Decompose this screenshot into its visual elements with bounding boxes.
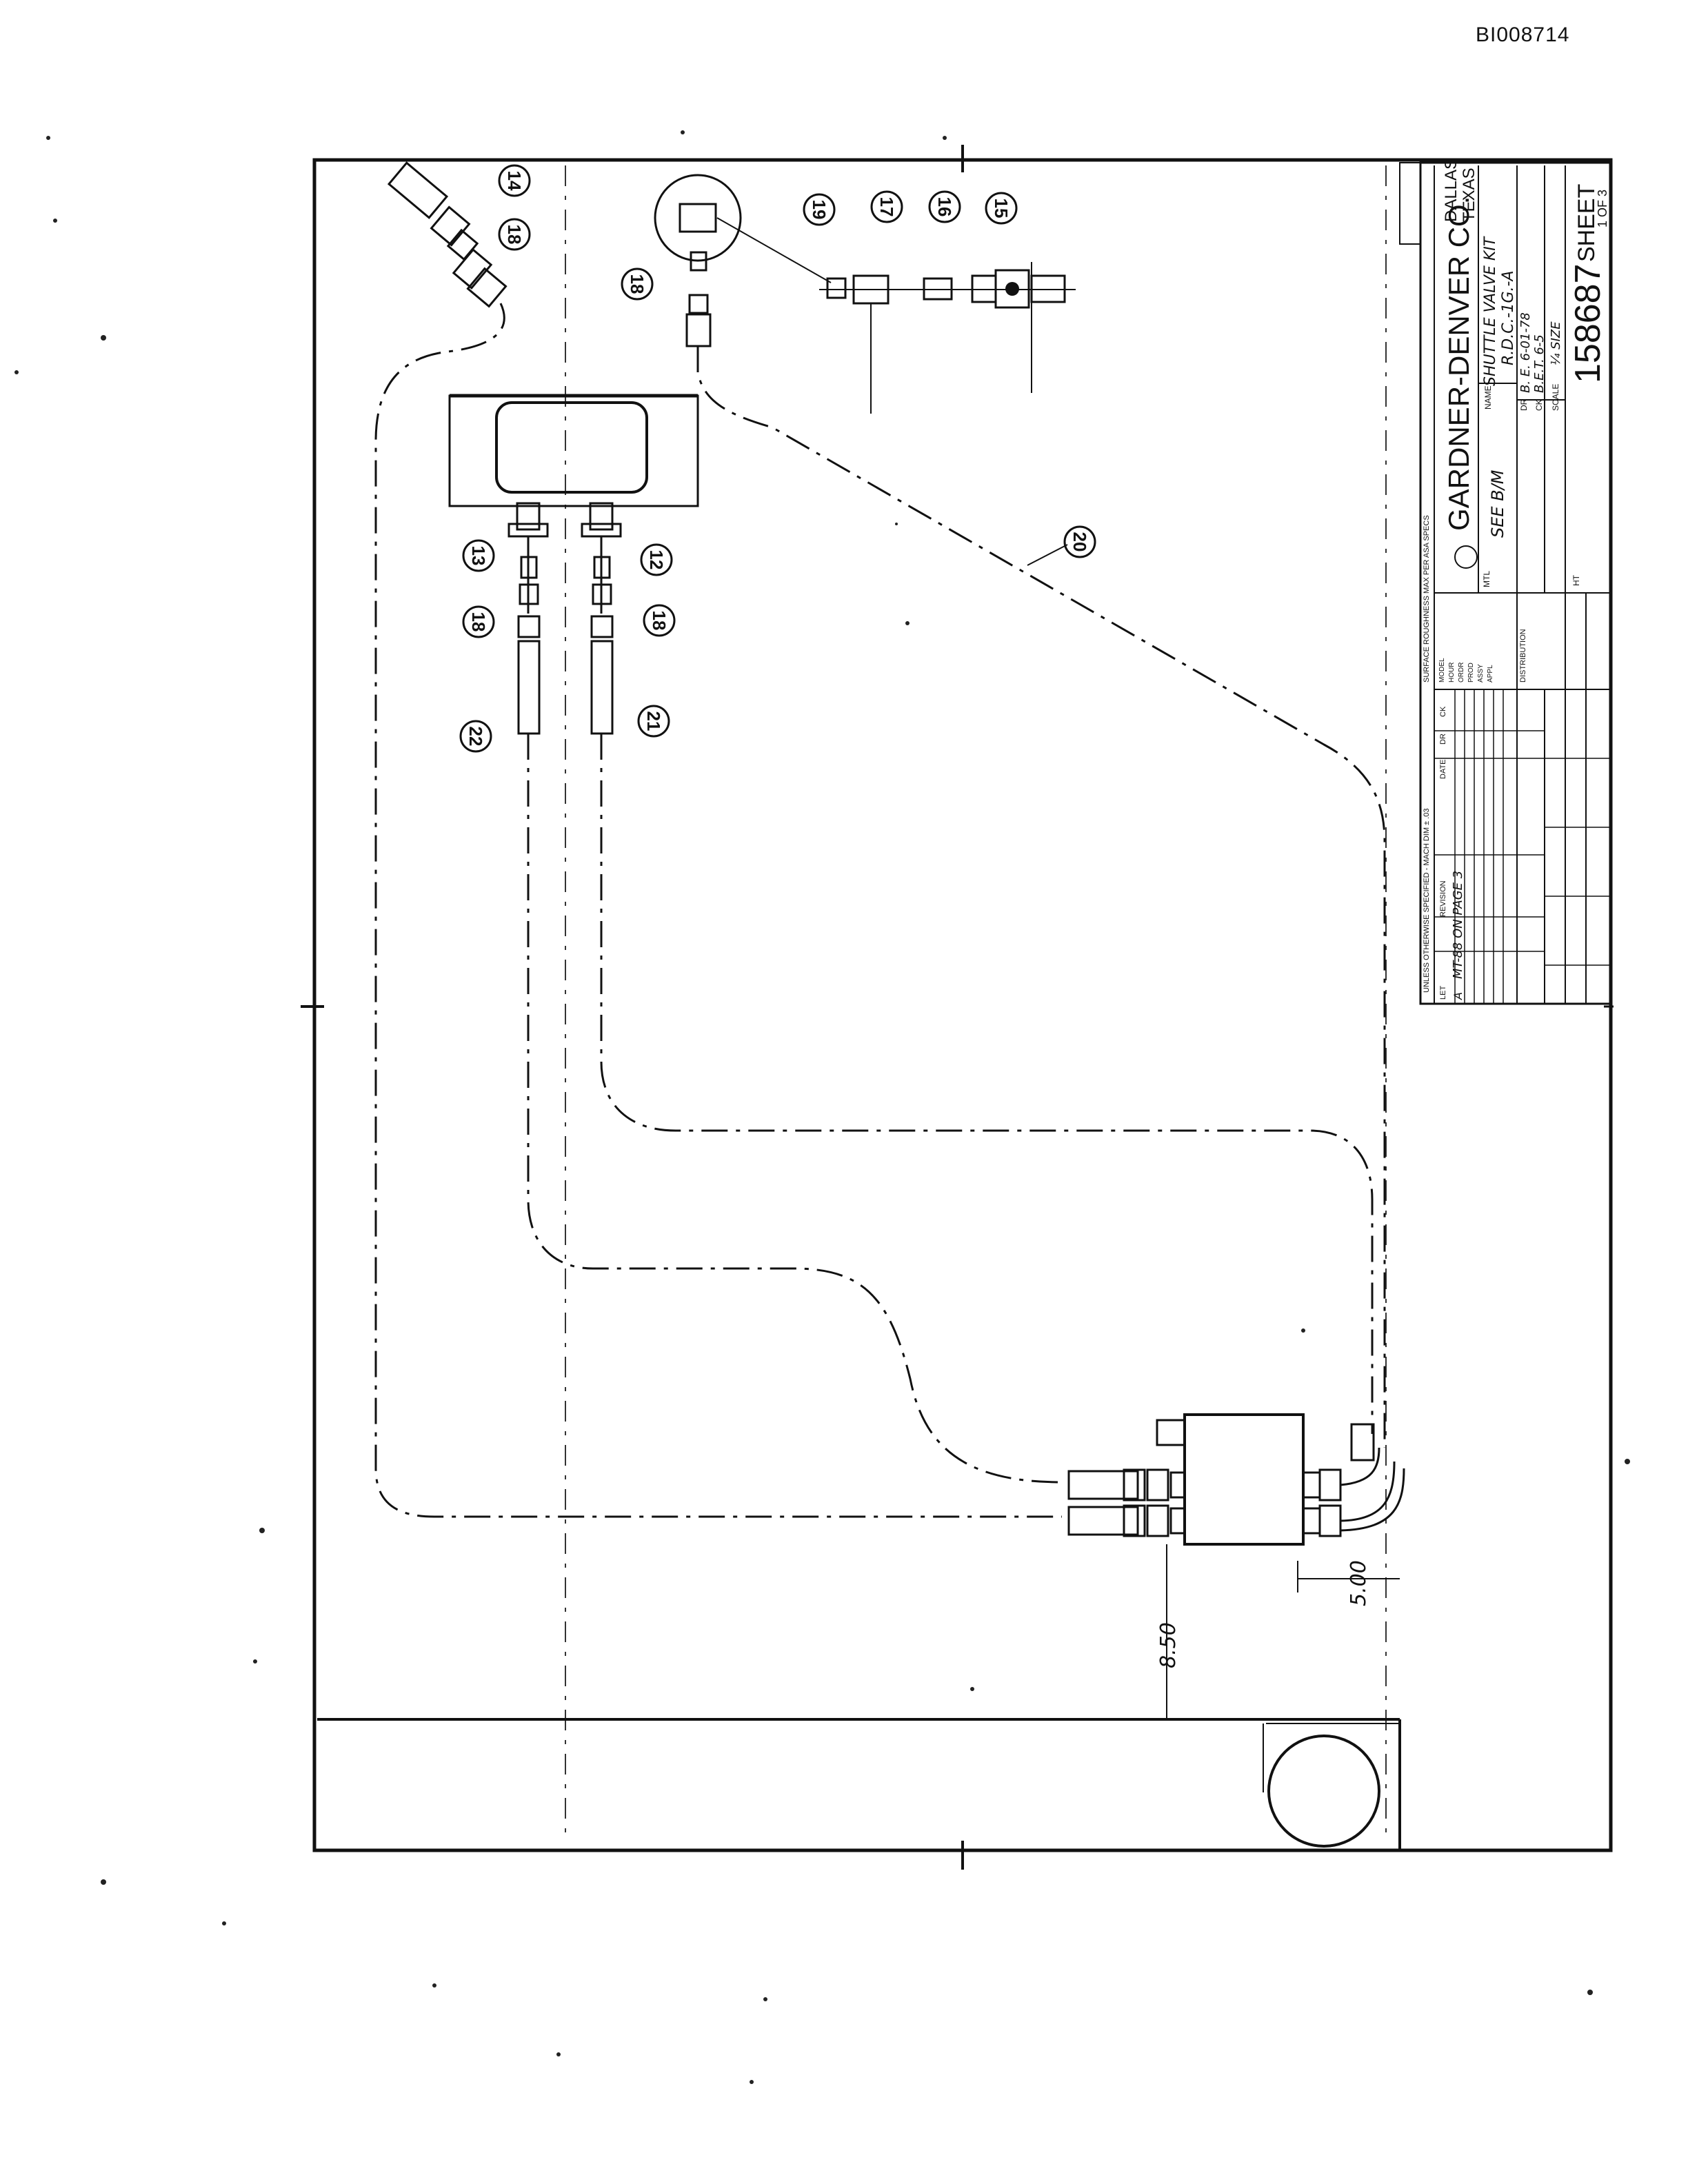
callout-label: 22 bbox=[465, 727, 486, 747]
company-name: GARDNER-DENVER CO. bbox=[1443, 196, 1475, 531]
sheet-label: SHEET bbox=[1574, 184, 1600, 262]
revision-entry-let: A bbox=[1451, 992, 1465, 1000]
callout-label: 15 bbox=[991, 199, 1012, 219]
model-row: MODEL bbox=[1438, 658, 1446, 682]
callout-label: 16 bbox=[934, 197, 955, 217]
name-label: NAME bbox=[1483, 385, 1493, 410]
center-guides bbox=[565, 165, 1387, 1841]
callout-label: 12 bbox=[646, 550, 667, 570]
sheet-number: 1 OF 3 bbox=[1596, 190, 1609, 228]
drawing-number: 158687 bbox=[1568, 263, 1608, 383]
revision-header-dr: DR bbox=[1439, 734, 1447, 745]
dimension-right-offset: 5.00 bbox=[1347, 1560, 1371, 1606]
scale-value: ¼ SIZE bbox=[1549, 321, 1563, 365]
callout-bubble: 20 bbox=[1063, 525, 1096, 558]
callout-bubble: 21 bbox=[637, 705, 670, 738]
callout-bubble: 18 bbox=[498, 218, 531, 251]
top-tank-assembly bbox=[448, 394, 699, 735]
callout-bubble: 14 bbox=[498, 164, 531, 197]
distribution-label: DISTRIBUTION bbox=[1519, 629, 1527, 682]
scan-specks bbox=[14, 130, 1630, 2084]
ck-label: CK bbox=[1534, 399, 1544, 411]
dimension-bottom-offset: 8.50 bbox=[1156, 1622, 1180, 1668]
hose-routes bbox=[374, 303, 1386, 1518]
callout-bubble: 19 bbox=[803, 193, 836, 226]
company-state: TEXAS bbox=[1460, 168, 1478, 222]
callout-bubble: 13 bbox=[462, 539, 495, 572]
callout-label: 20 bbox=[1069, 532, 1090, 552]
model-row: ASSY bbox=[1477, 664, 1485, 682]
revision-header-ck: CK bbox=[1439, 706, 1447, 717]
surface-note: SURFACE ROUGHNESS MAX PER ASA SPECS bbox=[1423, 515, 1431, 682]
callout-bubble: 18 bbox=[621, 267, 654, 301]
dr-entry: B. E. 6-01-78 bbox=[1518, 312, 1533, 393]
drawing-name: SHUTTLE VALVE KIT bbox=[1482, 236, 1499, 386]
callout-bubble: 18 bbox=[643, 604, 676, 637]
callout-label: 19 bbox=[809, 200, 830, 220]
callout-label: 13 bbox=[468, 546, 489, 566]
revision-header-let: LET bbox=[1439, 986, 1447, 1000]
callout-bubble: 17 bbox=[870, 190, 903, 223]
callout-label: 18 bbox=[649, 611, 670, 631]
dr-label: DR bbox=[1519, 398, 1529, 411]
company-city: DALLAS bbox=[1442, 159, 1460, 222]
scale-label: SCALE bbox=[1551, 384, 1560, 411]
title-block bbox=[1399, 161, 1612, 1005]
model-code: R.D.C.-1G.-A bbox=[1500, 270, 1517, 365]
callout-label: 14 bbox=[504, 171, 525, 191]
mtl-label: MTL bbox=[1482, 571, 1491, 587]
callout-bubble: 15 bbox=[985, 192, 1018, 225]
frame-base bbox=[317, 1718, 1401, 1850]
callout-bubble: 18 bbox=[462, 605, 495, 638]
manifold-block bbox=[1067, 1413, 1405, 1546]
revision-entry-text: MT-88 ON PAGE 3 bbox=[1451, 871, 1465, 979]
callout-bubble: 22 bbox=[459, 720, 492, 753]
document-id: BI008714 bbox=[1476, 23, 1570, 46]
tolerance-note: UNLESS OTHERWISE SPECIFIED - MACH DIM ± … bbox=[1423, 809, 1431, 993]
dimension-lines bbox=[1166, 1544, 1400, 1719]
revision-header-revision: REVISION bbox=[1439, 880, 1447, 917]
fitting-chain-top bbox=[654, 174, 1076, 414]
model-row: HOUR bbox=[1448, 663, 1456, 682]
wheel bbox=[1267, 1735, 1380, 1848]
model-row: ORDR bbox=[1458, 663, 1465, 682]
callout-label: 18 bbox=[468, 612, 489, 632]
callout-label: 21 bbox=[643, 711, 664, 731]
model-row: PROD bbox=[1467, 663, 1475, 682]
mtl-value: SEE B/M bbox=[1488, 469, 1507, 538]
callout-label: 17 bbox=[876, 197, 897, 217]
ck-entry: B.E.T. 6-5 bbox=[1532, 334, 1547, 393]
sheet-border bbox=[301, 145, 1614, 1870]
elbow-fitting-14 bbox=[387, 161, 508, 308]
callout-label: 18 bbox=[504, 225, 525, 245]
callout-bubble: 12 bbox=[640, 543, 673, 576]
callout-bubbles: 14 18 19 17 16 15 18 13 bbox=[459, 164, 1096, 753]
callout-label: 18 bbox=[627, 274, 647, 294]
model-row: APPL bbox=[1487, 665, 1494, 682]
revision-header-date: DATE bbox=[1439, 759, 1447, 779]
callout-bubble: 16 bbox=[928, 190, 961, 223]
ht-label: HT bbox=[1571, 574, 1581, 586]
